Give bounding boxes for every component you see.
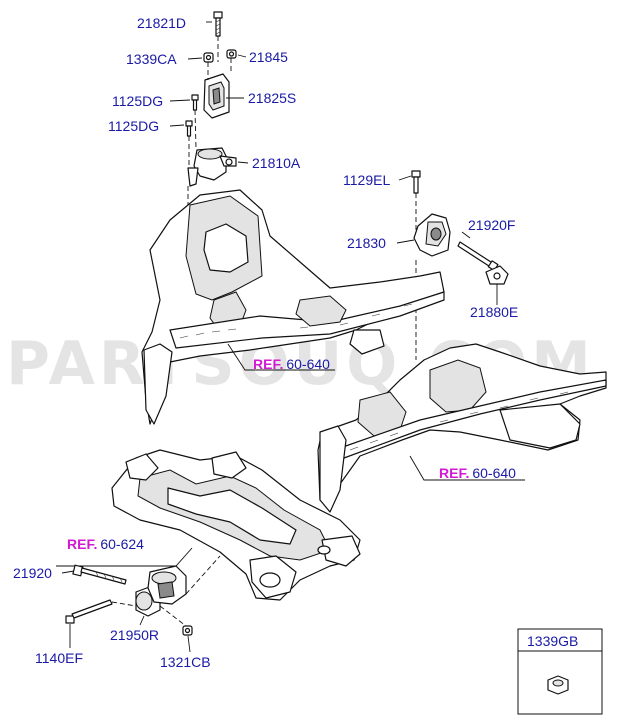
label-1339ca: 1339CA xyxy=(126,51,177,67)
bolt-1140ef[interactable] xyxy=(65,599,113,624)
svg-text:REF.60-640: REF.60-640 xyxy=(253,356,330,372)
roll-mount-group xyxy=(65,555,221,636)
bolt-1125dg-a[interactable] xyxy=(191,94,199,111)
ref-keyword: REF. xyxy=(439,465,469,481)
right-side-member xyxy=(317,343,607,513)
nut-1339gb-icon xyxy=(547,675,569,695)
label-21845: 21845 xyxy=(249,49,288,65)
nut-1339ca[interactable] xyxy=(203,52,214,63)
bolt-1125dg-b[interactable] xyxy=(185,120,193,137)
ref-keyword: REF. xyxy=(67,536,97,552)
leader-lines xyxy=(61,21,498,653)
nut-21845[interactable] xyxy=(226,49,237,59)
engine-mount-21810a[interactable] xyxy=(187,147,237,187)
label-1140ef: 1140EF xyxy=(35,650,83,666)
bolt-21821d[interactable] xyxy=(213,11,223,37)
label-1129el: 1129EL xyxy=(343,172,390,188)
label-21920f: 21920F xyxy=(468,217,515,233)
bolt-1129el[interactable] xyxy=(411,170,421,194)
svg-text:REF.60-624: REF.60-624 xyxy=(67,536,144,552)
ref-number: 60-640 xyxy=(472,465,516,481)
front-subframe xyxy=(56,449,361,601)
label-1321cb: 1321CB xyxy=(160,654,211,670)
label-21920: 21920 xyxy=(13,565,52,581)
label-21950r: 21950R xyxy=(110,627,159,643)
ref-60-640-upper[interactable]: REF.60-640 xyxy=(253,356,330,372)
bolt-21920[interactable] xyxy=(72,564,127,585)
label-1125dg-a: 1125DG xyxy=(112,93,163,109)
ref-number: 60-640 xyxy=(286,356,330,372)
nut-1321cb[interactable] xyxy=(182,625,193,636)
transmission-mount-group xyxy=(411,170,509,360)
label-21825s: 21825S xyxy=(248,90,296,106)
label-1339gb: 1339GB xyxy=(527,633,578,649)
label-1125dg-b: 1125DG xyxy=(108,118,159,134)
engine-mount-stack xyxy=(185,11,237,300)
ref-60-640-lower[interactable]: REF.60-640 xyxy=(439,465,516,481)
label-21880e: 21880E xyxy=(470,304,518,320)
label-21821d: 21821D xyxy=(137,15,186,31)
roll-mount-21950r[interactable] xyxy=(135,565,187,617)
transmission-mount-21830[interactable] xyxy=(413,213,451,257)
label-21830: 21830 xyxy=(347,235,386,251)
ref-number: 60-624 xyxy=(100,536,144,552)
left-side-member xyxy=(141,189,445,425)
ref-keyword: REF. xyxy=(253,356,283,372)
label-21810a: 21810A xyxy=(252,155,301,171)
inset-1339gb[interactable]: 1339GB xyxy=(517,628,603,715)
svg-text:REF.60-640: REF.60-640 xyxy=(439,465,516,481)
bracket-21825s[interactable] xyxy=(203,73,230,119)
bracket-21880e[interactable] xyxy=(485,265,509,285)
bolt-21920f[interactable] xyxy=(457,241,499,272)
ref-60-624[interactable]: REF.60-624 xyxy=(67,536,144,552)
